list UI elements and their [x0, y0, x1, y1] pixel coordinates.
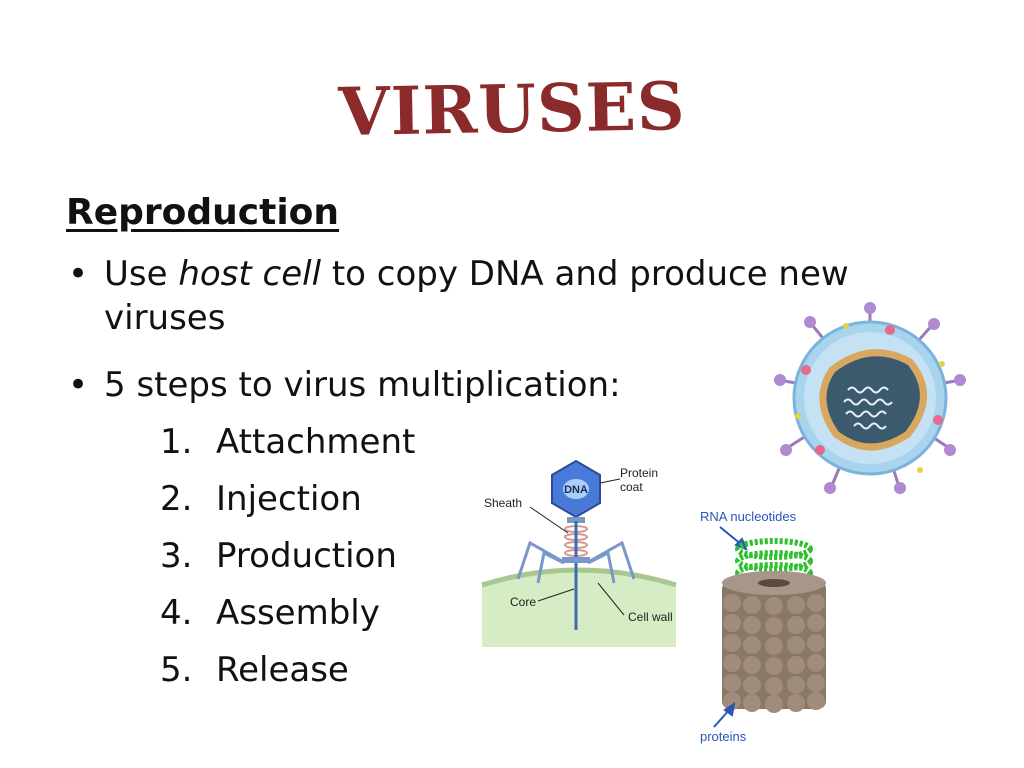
step-item: 1. Attachment	[160, 420, 415, 477]
step-number: 1.	[160, 422, 193, 462]
step-label: Assembly	[216, 593, 380, 633]
label-proteins: proteins	[700, 729, 747, 744]
step-item: 4. Assembly	[160, 591, 415, 648]
slide-title: VIRUSES	[337, 66, 687, 152]
influenza-virus-illustration	[774, 302, 966, 494]
label-core: Core	[510, 595, 536, 609]
section-heading: Reproduction	[66, 192, 340, 233]
step-label: Production	[216, 536, 397, 576]
emphasis-host-cell: host cell	[178, 254, 322, 294]
label-sheath: Sheath	[484, 496, 522, 510]
bullet-dot: •	[68, 254, 89, 294]
step-number: 5.	[160, 650, 193, 690]
label-protein: Protein	[620, 466, 658, 480]
step-number: 4.	[160, 593, 193, 633]
label-coat: coat	[620, 480, 643, 494]
step-item: 5. Release	[160, 648, 415, 705]
bullet-text: 5 steps to virus multiplication:	[104, 365, 621, 405]
steps-list: 1. Attachment 2. Injection 3. Production 4.…	[160, 420, 415, 705]
step-label: Release	[216, 650, 349, 690]
step-item: 2. Injection	[160, 477, 415, 534]
label-rna-nucleotides: RNA nucleotides	[700, 509, 797, 524]
step-label: Injection	[216, 479, 362, 519]
bacteriophage-diagram: DNA Protein coat Sheath Core Cell wall	[481, 459, 677, 647]
bullet-text-end: to copy DNA and produce new viruses	[104, 254, 849, 338]
step-number: 3.	[160, 536, 193, 576]
step-number: 2.	[160, 479, 193, 519]
bullet-text: Use host cell to copy DNA and produce ne…	[104, 252, 924, 340]
label-cell-wall: Cell wall	[628, 610, 673, 624]
label-dna: DNA	[564, 484, 588, 496]
step-item: 3. Production	[160, 534, 415, 591]
tmv-diagram: RNA nucleotides proteins	[700, 509, 826, 744]
bullet-text-start: Use	[104, 254, 179, 294]
bullet-dot: •	[68, 365, 89, 405]
step-label: Attachment	[216, 422, 416, 462]
